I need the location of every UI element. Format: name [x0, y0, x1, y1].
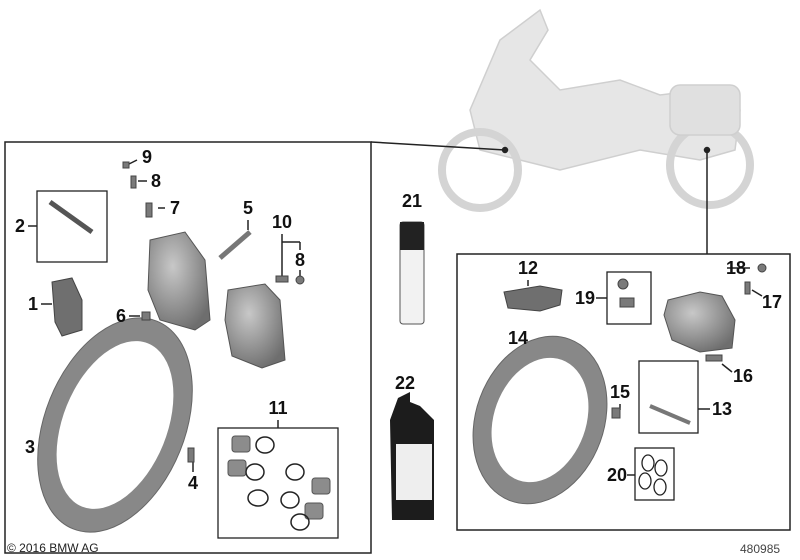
part-label-9[interactable]: 9: [141, 147, 153, 167]
part-label-4[interactable]: 4: [187, 473, 199, 493]
front-brake-frame: [4, 141, 506, 554]
rear-caliper: [663, 291, 736, 353]
front-brake-disc: [37, 317, 193, 533]
part-label-18[interactable]: 18: [725, 258, 747, 278]
copyright-text: © 2016 BMW AG: [7, 541, 99, 555]
part-label-16[interactable]: 16: [732, 366, 754, 386]
part-label-17[interactable]: 17: [761, 292, 783, 312]
part-label-10[interactable]: 10: [271, 212, 293, 232]
front-calipers: [147, 231, 286, 369]
part-label-20[interactable]: 20: [606, 465, 628, 485]
part-label-1[interactable]: 1: [27, 294, 39, 314]
part-label-21[interactable]: 21: [401, 191, 423, 211]
seal-kit: [638, 454, 668, 496]
part-label-22[interactable]: 22: [394, 373, 416, 393]
part-label-19[interactable]: 19: [574, 288, 596, 308]
part-label-5[interactable]: 5: [242, 198, 254, 218]
rear-brake-frame: [456, 146, 791, 531]
part-label-2[interactable]: 2: [14, 216, 26, 236]
part-label-6[interactable]: 6: [115, 306, 127, 326]
part-label-3[interactable]: 3: [24, 437, 36, 457]
part-label-13[interactable]: 13: [711, 399, 733, 419]
part-label-15[interactable]: 15: [609, 382, 631, 402]
small-hardware: [48, 161, 767, 463]
part-label-12[interactable]: 12: [517, 258, 539, 278]
part-label-8[interactable]: 8: [150, 171, 162, 191]
part-label-8-b[interactable]: 8: [294, 250, 306, 270]
image-number: 480985: [740, 542, 781, 556]
motorcycle-illustration: [438, 8, 754, 212]
brake-pads: [51, 277, 563, 337]
piston-kit: [227, 435, 331, 531]
brake-fluid-bottle: [390, 392, 434, 520]
spray-can: [399, 221, 425, 325]
rear-brake-disc: [472, 335, 608, 505]
part-label-7[interactable]: 7: [169, 198, 181, 218]
part-label-14[interactable]: 14: [507, 328, 529, 348]
part-label-11[interactable]: 11: [268, 398, 288, 418]
